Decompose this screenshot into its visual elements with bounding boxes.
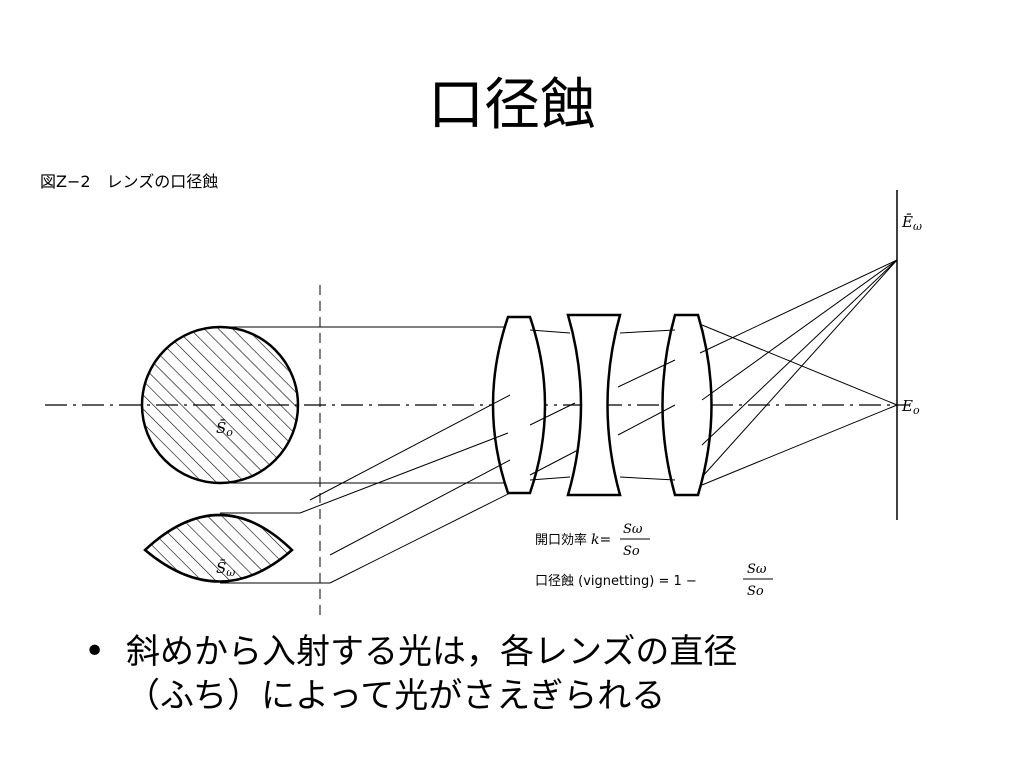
slide-title: 口径蝕: [428, 73, 596, 138]
vignetting-figure: 図Z−2 レンズの口径蝕: [30, 155, 940, 625]
bullet-text-line-1: 斜めから入射する光は，各レンズの直径: [126, 632, 738, 672]
lens-1: [491, 315, 547, 495]
ray-segment: [617, 404, 676, 436]
ray-to-Eomega: [701, 259, 898, 401]
vignetted-aperture-shape: [143, 513, 294, 583]
ray-to-Eomega: [701, 259, 898, 478]
lens-3: [661, 313, 713, 497]
formula-vignetting-denominator: So: [747, 584, 764, 599]
full-aperture-circle: [140, 325, 300, 485]
bullet-item: • 斜めから入射する光は，各レンズの直径 （ふち）によって光がさえぎられる: [84, 630, 984, 718]
label-S-omega: S̄ω: [216, 559, 235, 579]
formula-aperture-efficiency-denominator: So: [623, 544, 640, 559]
formula-vignetting-numerator: Sω: [747, 562, 767, 577]
oblique-ray: [309, 394, 511, 501]
oblique-ray: [329, 492, 511, 584]
bullet-list: • 斜めから入射する光は，各レンズの直径 （ふち）によって光がさえぎられる: [84, 630, 984, 718]
figure-caption: 図Z−2 レンズの口径蝕: [40, 172, 218, 191]
formula-aperture-efficiency-prefix: 開口効率: [535, 532, 587, 548]
ray-to-Eomega: [699, 259, 898, 354]
label-E-o: Eo: [901, 397, 920, 417]
formula-aperture-efficiency-numerator: Sω: [623, 522, 643, 537]
oblique-ray: [299, 432, 509, 514]
bullet-dot-icon: •: [84, 631, 106, 672]
ray-segment: [619, 329, 676, 334]
bullet-text-line-2: （ふち）によって光がさえぎられる: [126, 676, 666, 716]
ray-to-Eo-top: [701, 324, 898, 406]
ray-segment: [529, 476, 571, 481]
ray-to-Eo-bottom: [701, 404, 898, 486]
label-E-omega: Ēω: [901, 213, 922, 233]
lens-2: [566, 313, 622, 497]
ray-segment: [619, 476, 676, 481]
formula-aperture-efficiency-var: k=: [591, 532, 611, 548]
ray-to-Eomega: [701, 259, 898, 446]
lens-diagram: 図Z−2 レンズの口径蝕: [40, 172, 922, 617]
formula-vignetting-prefix: 口径蝕 (vignetting) = 1 −: [535, 574, 697, 589]
ray-segment: [529, 329, 571, 334]
label-S-o: S̄o: [216, 419, 233, 439]
bullet-text-block: 斜めから入射する光は，各レンズの直径 （ふち）によって光がさえぎられる: [126, 630, 737, 718]
ray-segment: [529, 402, 576, 426]
ray-segment: [617, 359, 676, 388]
oblique-ray: [329, 459, 511, 556]
ray-segment: [529, 449, 579, 476]
